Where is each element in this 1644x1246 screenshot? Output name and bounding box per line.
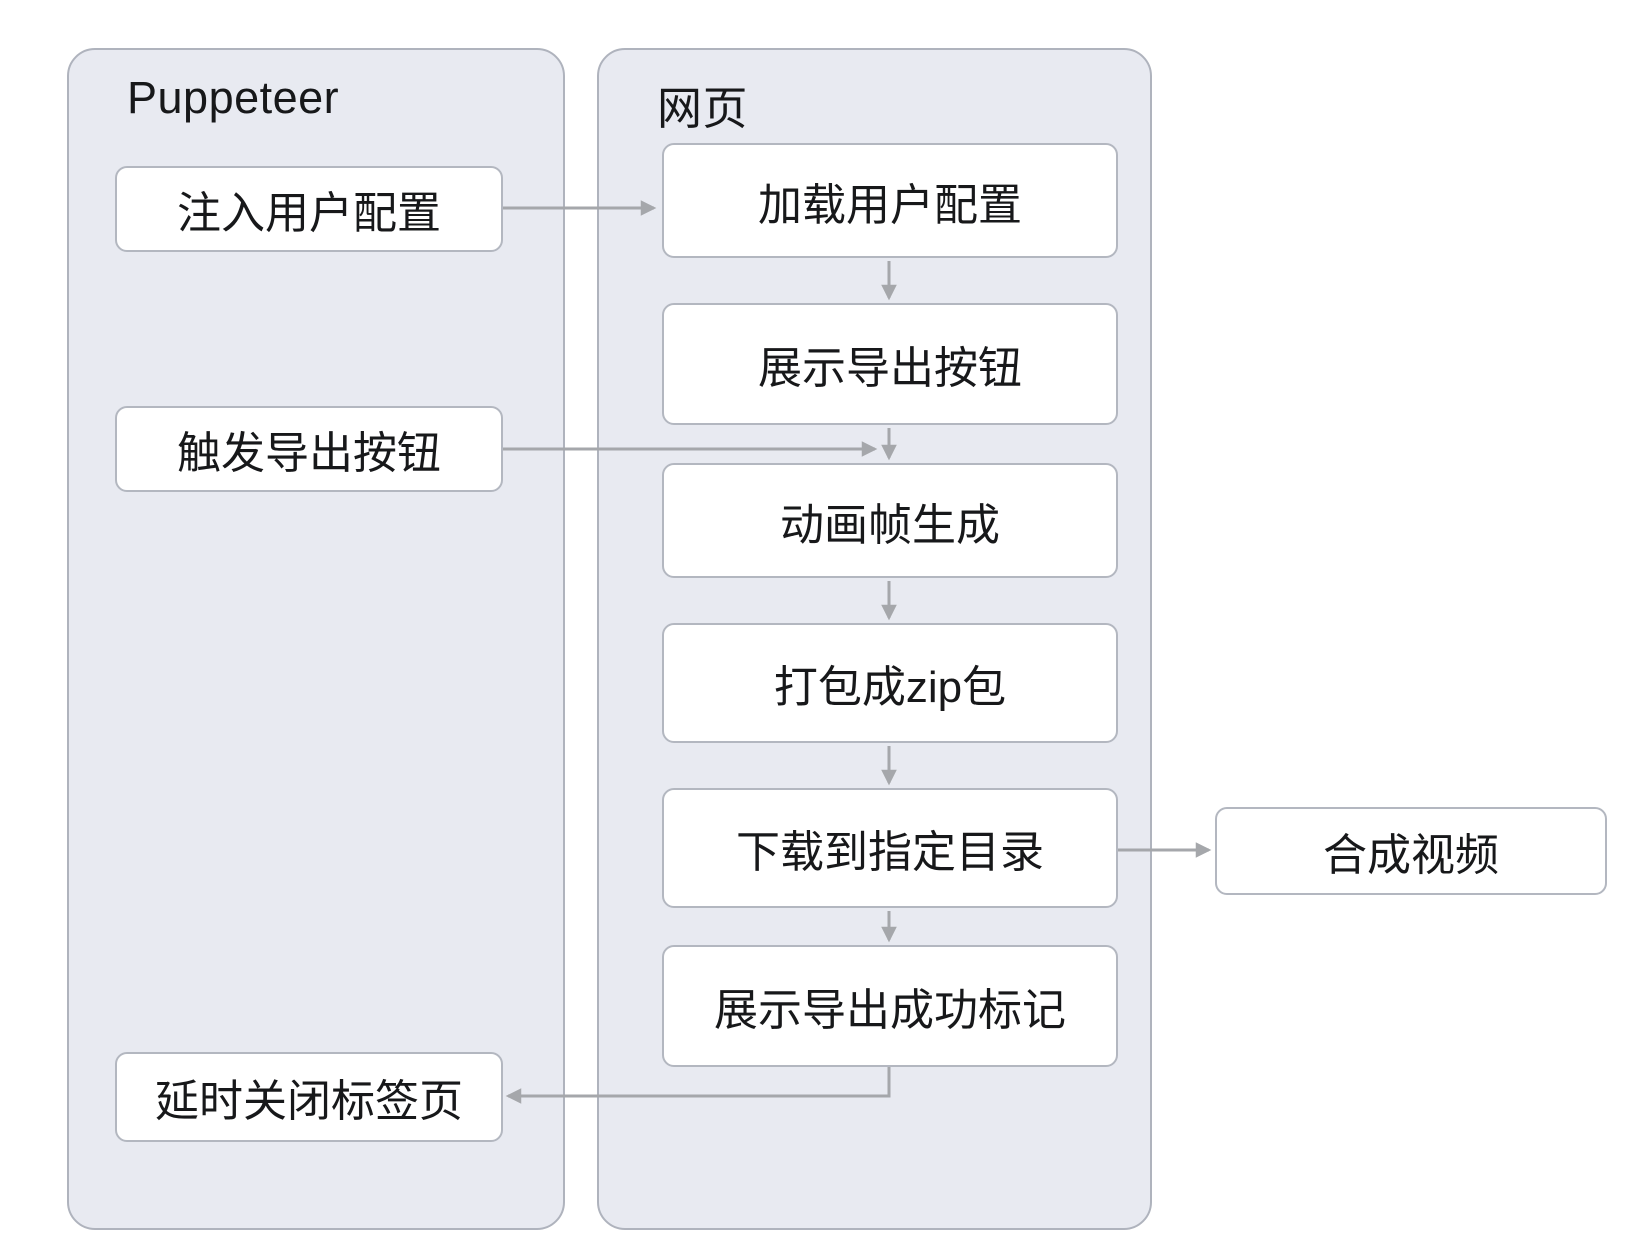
node-download-dir: 下载到指定目录 [662, 788, 1118, 908]
lane-title-webpage: 网页 [657, 83, 749, 134]
node-label-pack-zip: 打包成zip包 [773, 663, 1007, 712]
node-load-config: 加载用户配置 [662, 143, 1118, 258]
node-show-export-button: 展示导出按钮 [662, 303, 1118, 425]
lane-title-puppeteer: Puppeteer [127, 72, 340, 123]
node-label-load-config: 加载用户配置 [758, 180, 1022, 230]
node-show-success: 展示导出成功标记 [662, 945, 1118, 1067]
node-label-show-export-button: 展示导出按钮 [758, 344, 1022, 393]
node-label-delay-close-tab: 延时关闭标签页 [155, 1077, 463, 1126]
node-label-generate-frames: 动画帧生成 [780, 500, 1000, 550]
node-generate-frames: 动画帧生成 [662, 463, 1118, 578]
node-compose-video: 合成视频 [1215, 807, 1607, 895]
node-pack-zip: 打包成zip包 [662, 623, 1118, 743]
node-label-inject-config: 注入用户配置 [177, 189, 441, 238]
node-label-show-success: 展示导出成功标记 [714, 986, 1066, 1035]
node-label-compose-video: 合成视频 [1323, 831, 1499, 880]
node-inject-config: 注入用户配置 [115, 166, 503, 252]
node-label-download-dir: 下载到指定目录 [736, 828, 1044, 877]
node-trigger-export: 触发导出按钮 [115, 406, 503, 492]
node-label-trigger-export: 触发导出按钮 [177, 429, 441, 478]
node-delay-close-tab: 延时关闭标签页 [115, 1052, 503, 1142]
